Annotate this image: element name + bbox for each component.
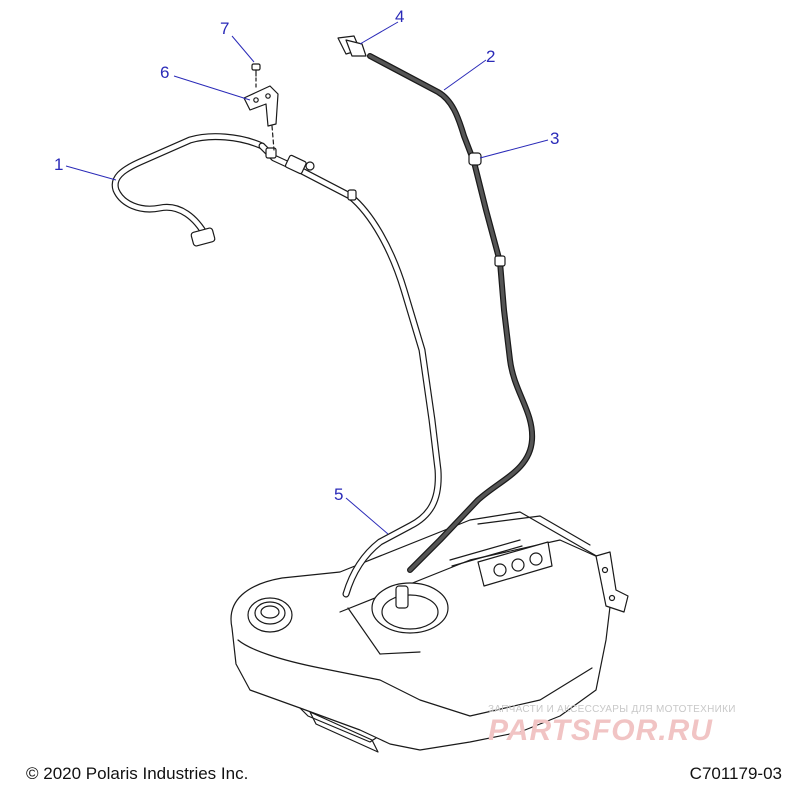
leader-7 bbox=[231, 35, 255, 63]
drawing-code: C701179-03 bbox=[689, 764, 782, 783]
fuel-pump-module bbox=[371, 582, 449, 634]
fuel-line-clip bbox=[494, 255, 506, 267]
leader-4 bbox=[359, 21, 399, 45]
screw bbox=[251, 63, 261, 89]
leader-3 bbox=[479, 139, 549, 159]
watermark-brand: PARTSFOR.RU bbox=[488, 714, 713, 747]
callout-6: 6 bbox=[160, 63, 169, 82]
fuel-tank bbox=[230, 511, 629, 753]
callout-labels: 1 2 3 4 5 6 7 bbox=[54, 7, 559, 504]
callout-5: 5 bbox=[334, 485, 343, 504]
callout-1: 1 bbox=[54, 155, 63, 174]
fuel-line bbox=[367, 53, 536, 573]
tank-mount-bracket bbox=[595, 551, 629, 613]
tank-vent-line bbox=[258, 142, 442, 598]
watermark: ЗАПЧАСТИ И АКСЕССУАРЫ ДЛЯ МОТОТЕХНИКИ PA… bbox=[488, 704, 788, 747]
leader-5 bbox=[345, 497, 389, 535]
line-clip bbox=[347, 189, 357, 201]
callout-7: 7 bbox=[220, 19, 229, 38]
copyright-notice: © 2020 Polaris Industries Inc. bbox=[26, 764, 249, 783]
leader-2 bbox=[443, 59, 487, 91]
check-valve bbox=[284, 154, 315, 175]
quick-connect-fitting bbox=[337, 35, 367, 57]
leader-6 bbox=[173, 75, 251, 101]
callout-2: 2 bbox=[486, 47, 495, 66]
callout-leaders bbox=[65, 21, 549, 535]
tank-label-plate bbox=[449, 539, 553, 587]
mounting-bracket bbox=[243, 85, 279, 151]
leader-1 bbox=[65, 165, 117, 181]
line-clip bbox=[265, 147, 277, 159]
filler-cap bbox=[247, 597, 293, 633]
watermark-tagline: ЗАПЧАСТИ И АКСЕССУАРЫ ДЛЯ МОТОТЕХНИКИ bbox=[488, 704, 736, 715]
vent-hose bbox=[111, 133, 266, 247]
fuel-line-clamp bbox=[468, 152, 482, 166]
vent-hose-end-fitting bbox=[190, 227, 216, 247]
callout-4: 4 bbox=[395, 7, 404, 26]
callout-3: 3 bbox=[550, 129, 559, 148]
